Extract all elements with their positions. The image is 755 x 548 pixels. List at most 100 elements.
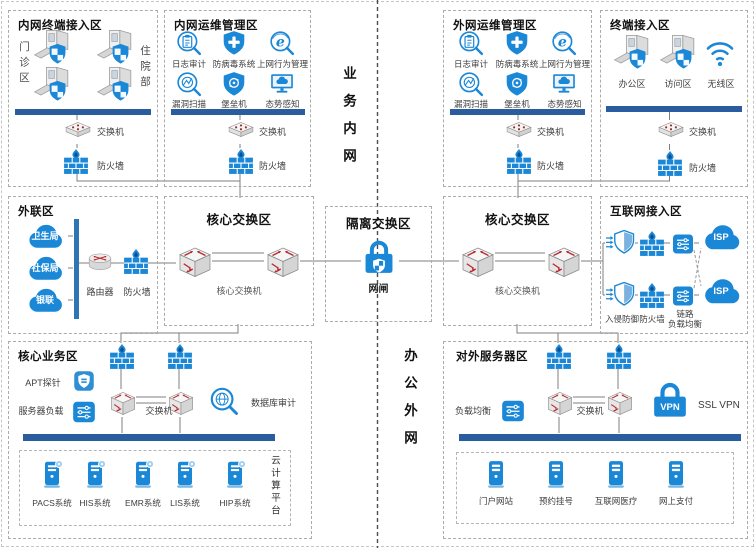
router-label: 路由器 <box>86 287 114 297</box>
zone-extranet-ops: 外网运维管理区 日志审计 防病毒系统 上网行为管理 漏洞扫描 堡垒机 态势感知 … <box>443 10 592 187</box>
server-load-label: 服务器负载 <box>18 406 64 416</box>
server-icon <box>38 458 66 490</box>
server-icon <box>602 458 630 490</box>
computer-icon <box>659 33 697 71</box>
link-label: 链路 <box>676 309 694 319</box>
firewall-label: 防火墙 <box>97 161 125 171</box>
intrusion-prevention-icon <box>606 281 636 309</box>
appointment-label: 预约挂号 <box>538 496 573 506</box>
firewall-label: 防火墙 <box>259 161 287 171</box>
situation-awareness-label: 态势感知 <box>547 99 582 109</box>
ssl-vpn-icon <box>650 380 690 420</box>
computer-icon <box>96 65 134 103</box>
log-audit-icon <box>176 30 202 56</box>
core-switch-label: 核心交换机 <box>216 286 262 296</box>
switch-label: 交换机 <box>537 127 565 137</box>
network-bus <box>171 109 305 115</box>
firewall-icon <box>639 283 665 309</box>
zone-title: 隔离交换区 <box>345 217 411 231</box>
network-gate-label: 网闸 <box>368 284 389 295</box>
link-load-balancer-icon <box>671 232 695 256</box>
health-bureau-label: 卫生局 <box>31 231 59 241</box>
web-behavior-label: 上网行为管理 <box>538 59 590 69</box>
server-icon <box>482 458 510 490</box>
wifi-icon <box>703 35 737 69</box>
core-switch-icon <box>546 245 582 281</box>
antivirus-label: 防病毒系统 <box>495 59 539 69</box>
web-behavior-icon <box>551 30 577 56</box>
bastion-icon <box>221 71 247 97</box>
server-load-balancer-icon <box>71 399 97 425</box>
label-business-intranet: 业务内网 <box>341 66 356 176</box>
link-load-balancer-icon <box>671 284 695 308</box>
firewall-icon <box>123 249 149 275</box>
antivirus-icon <box>504 30 530 56</box>
server-icon <box>171 458 199 490</box>
cloud-platform-label: 云计算平台 <box>269 455 280 518</box>
isp-label: ISP <box>713 232 729 243</box>
db-audit-label: 数据库审计 <box>251 398 297 408</box>
switch-label: 交换机 <box>576 406 604 416</box>
zone-terminal-access: 终端接入区 办公区 访问区 无线区 交换机 防火墙 <box>600 10 748 187</box>
server-icon <box>81 458 109 490</box>
internet-medical-label: 互联网医疗 <box>594 496 638 506</box>
situation-awareness-icon <box>551 71 577 97</box>
core-switch-icon <box>177 245 213 281</box>
switch-icon <box>228 121 254 138</box>
firewall-icon <box>506 149 532 175</box>
zone-title: 核心交换区 <box>484 213 550 227</box>
zone-title: 对外服务器区 <box>456 351 528 363</box>
zone-internet-access: 互联网接入区 ISP ISP 入侵防御 防火墙 链路 负载均衡 <box>600 196 748 334</box>
unionpay-label: 银联 <box>35 295 54 305</box>
web-behavior-label: 上网行为管理 <box>256 59 308 69</box>
switch-label: 交换机 <box>259 127 287 137</box>
firewall-label: 防火墙 <box>123 287 151 297</box>
core-switch-label: 核心交换机 <box>494 286 540 296</box>
intrusion-prevention-icon <box>606 229 636 257</box>
db-audit-icon <box>209 386 239 416</box>
firewall-icon <box>109 344 135 370</box>
log-audit-icon <box>458 30 484 56</box>
core-switch-icon <box>265 245 301 281</box>
zone-core-business: 核心业务区 APT探针 服务器负载 交换机 数据库审计 PACS系统 HIS系统… <box>8 341 312 539</box>
network-bus-vertical <box>74 219 79 319</box>
bastion-label: 堡垒机 <box>504 99 530 109</box>
hip-label: HIP系统 <box>219 498 251 508</box>
computer-icon <box>33 28 71 66</box>
zone-core-switching-intranet: 核心交换区 核心交换机 <box>164 196 314 326</box>
label-office-extranet: 办公外网 <box>402 348 417 458</box>
load-balancer-icon <box>500 398 526 424</box>
load-balance-label: 负载均衡 <box>667 319 702 329</box>
server-icon <box>662 458 690 490</box>
zone-title: 外联区 <box>18 206 54 218</box>
bastion-label: 堡垒机 <box>221 99 247 109</box>
online-payment-label: 网上支付 <box>658 496 693 506</box>
firewall-label: 防火墙 <box>639 314 665 324</box>
portal-label: 门户网站 <box>478 496 513 506</box>
server-icon <box>221 458 249 490</box>
firewall-icon <box>639 231 665 257</box>
social-security-label: 社保局 <box>31 263 59 273</box>
label-inpatient-dept: 住院部 <box>139 45 151 92</box>
bastion-icon <box>504 71 530 97</box>
antivirus-label: 防病毒系统 <box>212 59 256 69</box>
intrusion-prevention-label: 入侵防御 <box>604 314 639 324</box>
zone-external-servers: 对外服务器区 负载均衡 交换机 VPN SSL VPN 门户网站 预约挂号 互联… <box>443 341 748 539</box>
antivirus-icon <box>221 30 247 56</box>
firewall-icon <box>167 344 193 370</box>
server-icon <box>129 458 157 490</box>
pacs-label: PACS系统 <box>32 498 72 508</box>
public-servers-box <box>456 452 734 524</box>
office-area-label: 办公区 <box>618 79 646 89</box>
emr-label: EMR系统 <box>125 498 161 508</box>
switch-icon <box>109 390 137 418</box>
situation-awareness-label: 态势感知 <box>265 99 300 109</box>
switch-icon <box>65 121 91 138</box>
firewall-label: 防火墙 <box>689 163 717 173</box>
zone-title: 外网运维管理区 <box>453 20 537 32</box>
web-behavior-icon <box>269 30 295 56</box>
vuln-scan-label: 漏洞扫描 <box>171 99 206 109</box>
ssl-vpn-label: SSL VPN <box>698 400 740 411</box>
switch-label: 交换机 <box>145 406 173 416</box>
